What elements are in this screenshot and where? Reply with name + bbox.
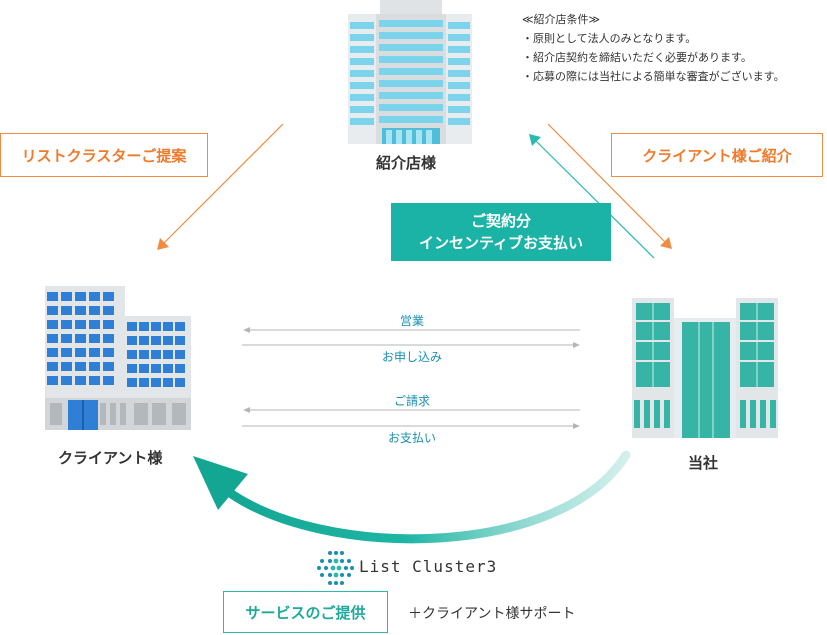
list-proposal-label: リストクラスターご提案: [21, 146, 187, 165]
client-intro-label: クライアント様ご紹介: [642, 146, 792, 165]
agency-building-icon: [348, 0, 472, 144]
incentive-box: ご契約分 インセンティブお支払い: [391, 203, 611, 261]
conditions-title: ≪紹介店条件≫: [522, 13, 601, 26]
conditions-item: ・原則として法人のみとなります。: [522, 32, 697, 45]
conditions-block: ≪紹介店条件≫ ・原則として法人のみとなります。 ・紹介店契約を締結いただく必要…: [522, 10, 785, 86]
list-proposal-box: リストクラスターご提案: [0, 133, 208, 177]
agency-label: 紹介店様: [376, 154, 437, 172]
conditions-item: ・応募の際には当社による簡単な審査がございます。: [522, 70, 785, 83]
arrow-billing: [243, 407, 580, 413]
incentive-line-2: インセンティブお支払い: [418, 234, 584, 252]
support-label: ＋クライアント様サポート: [408, 606, 576, 622]
billing-label: ご請求: [393, 394, 430, 408]
arrow-sales: [243, 327, 580, 333]
apply-label: お申し込み: [381, 350, 442, 364]
payment-label: お支払い: [387, 431, 436, 445]
company-label: 当社: [688, 454, 719, 472]
client-label: クライアント様: [58, 449, 163, 467]
list-cluster-logo-icon: [317, 551, 354, 585]
arrow-client-intro: [547, 123, 672, 249]
conditions-item: ・紹介店契約を締結いただく必要があります。: [522, 51, 752, 64]
service-box: サービスのご提供: [223, 591, 388, 633]
client-intro-box: クライアント様ご紹介: [611, 133, 823, 177]
arrow-apply: [242, 342, 580, 348]
incentive-line-1: ご契約分: [470, 212, 531, 230]
sales-label: 営業: [399, 314, 424, 328]
arrow-payment: [242, 423, 580, 429]
company-building-icon: [632, 298, 778, 438]
arrow-list-proposal: [157, 123, 284, 250]
service-label: サービスのご提供: [245, 603, 366, 622]
arrow-service-curve: [193, 450, 631, 544]
list-cluster-logo-text: List Cluster3: [359, 557, 498, 576]
arrow-incentive: [529, 134, 655, 259]
client-building-icon: [45, 286, 191, 430]
